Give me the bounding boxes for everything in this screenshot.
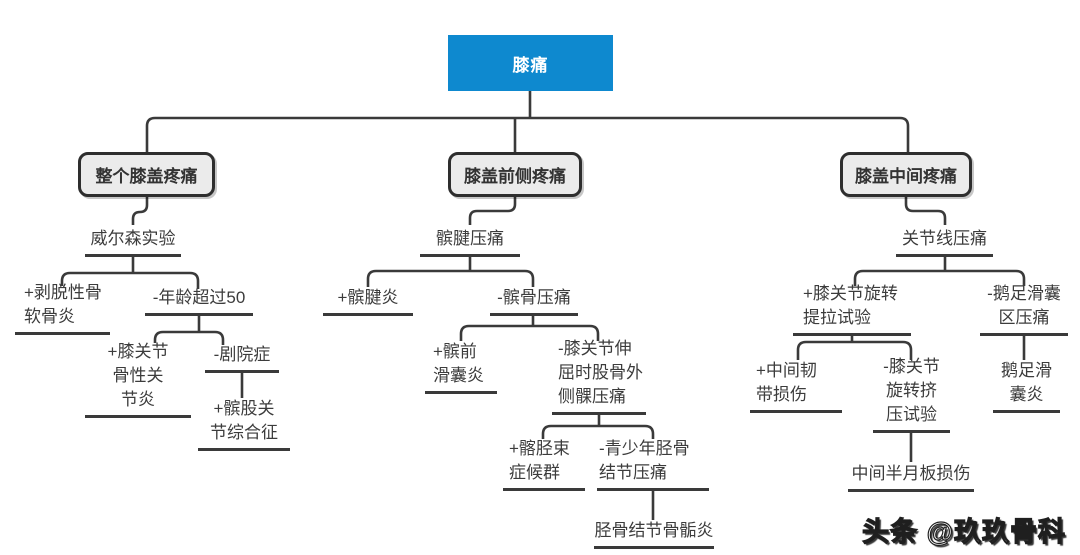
node-age-over-50: -年龄超过50 <box>145 286 253 316</box>
node-text-line: 鹅足滑 <box>1001 361 1052 380</box>
node-text-line: 软骨炎 <box>24 307 75 326</box>
branch-label: 整个膝盖疼痛 <box>95 167 198 186</box>
node-text-line: -髌骨压痛 <box>497 288 571 307</box>
node-text-line: 节炎 <box>121 390 155 409</box>
node-text-line: +膝关节旋转 <box>803 284 898 303</box>
node-medial-ligament-injury: +中间韧 带损伤 <box>750 359 842 413</box>
node-text-line: 中间半月板损伤 <box>851 464 971 483</box>
node-knee-rotation-lift-test: +膝关节旋转 提拉试验 <box>793 282 911 336</box>
node-text-line: 压试验 <box>886 405 937 424</box>
connector-branch-elbows <box>131 197 947 225</box>
node-knee-osteoarthritis: +膝关节 骨性关 节炎 <box>85 340 191 418</box>
branch-front-knee-pain: 膝盖前侧疼痛 <box>448 152 582 197</box>
node-text-line: 带损伤 <box>756 385 807 404</box>
node-theater-sign: -剧院症 <box>205 343 279 373</box>
node-text-line: 结节压痛 <box>599 463 667 482</box>
node-text-line: 侧髁压痛 <box>558 387 626 406</box>
node-text-line: 滑囊炎 <box>433 366 484 385</box>
node-medial-meniscus-injury: 中间半月板损伤 <box>848 462 974 492</box>
node-tibial-tubercle-epiphysitis: 胫骨结节骨骺炎 <box>594 519 714 549</box>
node-text-line: +剥脱性骨 <box>24 283 102 302</box>
node-text-line: 症候群 <box>509 463 560 482</box>
node-prepatellar-bursitis: +髌前 滑囊炎 <box>425 340 497 394</box>
node-text-line: -膝关节 <box>883 357 940 376</box>
node-patella-tenderness: -髌骨压痛 <box>490 286 578 316</box>
node-text-line: 骨性关 <box>112 366 164 385</box>
node-juvenile-tibial-tubercle-tenderness: -青少年胫骨 结节压痛 <box>597 437 709 491</box>
node-text-line: +中间韧 <box>756 361 817 380</box>
node-text-line: 关节线压痛 <box>902 229 987 248</box>
node-text-line: +髌股关 <box>213 399 275 418</box>
node-pes-anserine-bursitis: 鹅足滑 囊炎 <box>993 359 1060 413</box>
node-text-line: 囊炎 <box>1009 385 1044 404</box>
node-text-line: -剧院症 <box>213 345 271 364</box>
node-osteochondritis-dissecans: +剥脱性骨 软骨炎 <box>15 281 110 335</box>
node-iliotibial-band-syndrome: +髂胫束 症候群 <box>503 437 585 491</box>
root-node-label: 膝痛 <box>512 55 549 75</box>
branch-whole-knee-pain: 整个膝盖疼痛 <box>78 152 215 197</box>
node-text-line: -青少年胫骨 <box>599 439 690 458</box>
node-text-line: 威尔森实验 <box>90 229 176 248</box>
node-joint-line-tenderness: 关节线压痛 <box>896 227 993 257</box>
node-text-line: 提拉试验 <box>803 308 871 327</box>
node-patellofemoral-syndrome: +髌股关 节综合征 <box>198 397 290 451</box>
node-pes-anserine-area-tenderness: -鹅足滑囊 区压痛 <box>980 282 1068 336</box>
node-text-line: +髌腱炎 <box>337 288 399 307</box>
node-knee-rotation-compression-test: -膝关节 旋转挤 压试验 <box>873 355 950 433</box>
node-text-line: +髂胫束 <box>509 439 570 458</box>
node-text-line: -年龄超过50 <box>152 288 246 307</box>
node-text-line: 胫骨结节骨骺炎 <box>594 521 714 540</box>
node-patellar-tendinitis: +髌腱炎 <box>323 286 413 316</box>
branch-middle-knee-pain: 膝盖中间疼痛 <box>840 152 972 197</box>
node-text-line: -膝关节伸 <box>558 339 632 358</box>
node-text-line: -鹅足滑囊 <box>987 284 1061 303</box>
branch-label: 膝盖前侧疼痛 <box>464 167 566 186</box>
watermark-toutiao-jiujiu-orthopedics: 头条 @玖玖骨科 <box>862 516 1066 547</box>
node-text-line: 髌腱压痛 <box>436 229 504 248</box>
node-text-line: 屈时股骨外 <box>558 363 643 382</box>
node-text-line: +髌前 <box>433 342 477 361</box>
node-patellar-tendon-tenderness: 髌腱压痛 <box>420 227 520 257</box>
root-node-knee-pain: 膝痛 <box>448 35 613 91</box>
node-text-line: 区压痛 <box>998 308 1050 327</box>
node-text-line: 节综合征 <box>210 423 278 442</box>
node-lateral-femoral-condyle-tenderness: -膝关节伸 屈时股骨外 侧髁压痛 <box>552 337 646 415</box>
node-wilson-test: 威尔森实验 <box>85 227 181 257</box>
node-text-line: +膝关节 <box>107 342 169 361</box>
connector-root-rail <box>145 91 910 153</box>
branch-label: 膝盖中间疼痛 <box>855 167 957 186</box>
node-text-line: 旋转挤 <box>886 381 937 400</box>
